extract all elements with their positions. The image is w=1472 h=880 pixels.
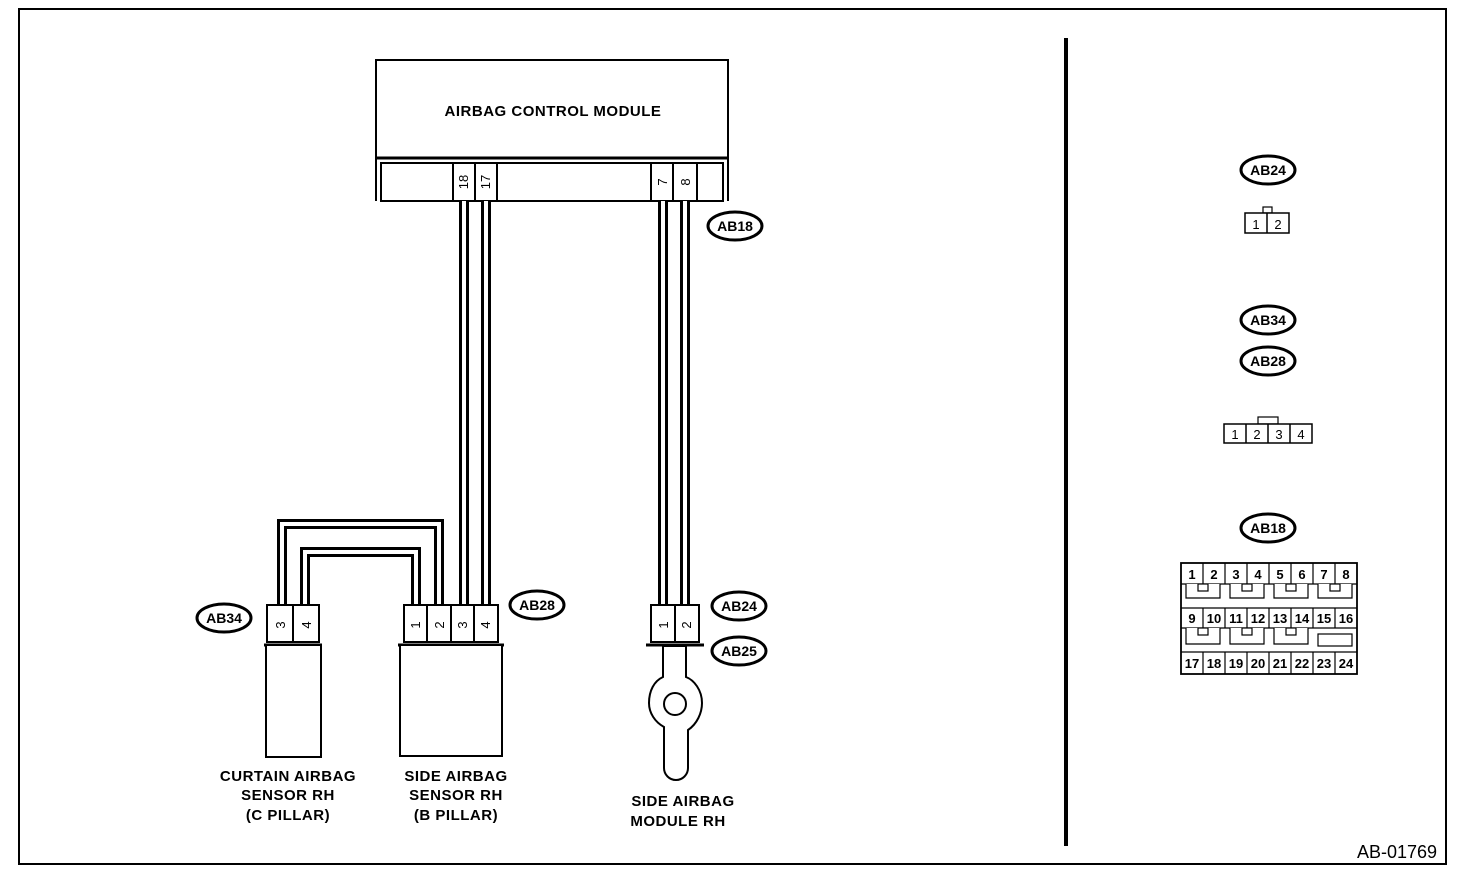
curtain-label-line1: CURTAIN AIRBAG — [220, 768, 356, 785]
module-pin-8: 8 — [678, 178, 693, 185]
svg-text:17: 17 — [1185, 656, 1199, 671]
svg-text:21: 21 — [1273, 656, 1287, 671]
curtain-sensor-body — [265, 644, 322, 758]
curtain-airbag-sensor: 3 4 CURTAIN AIRBAG SENSOR RH (C PILLAR) — [220, 604, 356, 824]
svg-text:4: 4 — [1254, 567, 1262, 582]
svg-text:5: 5 — [1276, 567, 1283, 582]
wire-1-4 — [300, 547, 421, 604]
curtain-label-line2: SENSOR RH — [241, 787, 335, 804]
svg-text:AB34: AB34 — [1250, 312, 1286, 328]
svg-text:16: 16 — [1339, 611, 1353, 626]
module-pin-17: 17 — [478, 175, 493, 189]
curtain-pin-4: 4 — [299, 621, 314, 628]
svg-text:2: 2 — [1253, 427, 1260, 442]
connector-view-ab24: AB24 1 2 — [1239, 154, 1297, 234]
side-airbag-sensor: 1 2 3 4 SIDE AIRBAG SENSOR RH (B PILLAR) — [398, 604, 507, 824]
side-module-label-line1: SIDE AIRBAG — [631, 793, 734, 810]
svg-text:AB25: AB25 — [721, 643, 757, 659]
tag-ab25: AB25 — [710, 635, 768, 667]
airbag-control-module: AIRBAG CONTROL MODULE 18 17 7 8 — [375, 59, 729, 202]
svg-text:AB18: AB18 — [717, 218, 753, 234]
svg-text:AB18: AB18 — [1250, 520, 1286, 536]
svg-text:AB24: AB24 — [1250, 162, 1286, 178]
side-module-pin-2: 2 — [679, 621, 694, 628]
module-title: AIRBAG CONTROL MODULE — [445, 103, 662, 120]
connector-view-ab34-ab28: AB34 AB28 1 2 3 4 — [1223, 304, 1313, 444]
svg-text:1: 1 — [1231, 427, 1238, 442]
side-airbag-module: 1 2 SIDE AIRBAG MODULE RH — [630, 604, 734, 830]
tag-ab18: AB18 — [706, 210, 764, 242]
svg-text:2: 2 — [1210, 567, 1217, 582]
svg-text:23: 23 — [1317, 656, 1331, 671]
svg-text:22: 22 — [1295, 656, 1309, 671]
harness-wires — [277, 201, 690, 604]
svg-text:20: 20 — [1251, 656, 1265, 671]
side-sensor-label-line2: SENSOR RH — [409, 787, 503, 804]
connector-view-ab18: AB18 — [1180, 512, 1358, 675]
side-sensor-label-line3: (B PILLAR) — [414, 807, 498, 824]
svg-text:8: 8 — [1342, 567, 1349, 582]
side-sensor-pin-1: 1 — [408, 621, 423, 628]
diagram-frame — [18, 8, 1447, 865]
svg-text:13: 13 — [1273, 611, 1287, 626]
curtain-pin-3: 3 — [273, 621, 288, 628]
module-pin-18: 18 — [456, 175, 471, 189]
svg-text:AB24: AB24 — [721, 598, 757, 614]
svg-text:1: 1 — [1188, 567, 1195, 582]
tag-ab28: AB28 — [508, 589, 566, 621]
svg-text:AB28: AB28 — [519, 597, 555, 613]
svg-text:11: 11 — [1229, 611, 1243, 626]
svg-text:3: 3 — [1232, 567, 1239, 582]
svg-text:1: 1 — [1252, 217, 1259, 232]
side-sensor-pin-2: 2 — [432, 621, 447, 628]
svg-text:15: 15 — [1317, 611, 1331, 626]
side-sensor-body — [399, 644, 503, 757]
svg-text:3: 3 — [1275, 427, 1282, 442]
svg-text:24: 24 — [1339, 656, 1354, 671]
reference-code: AB-01769 — [1357, 842, 1437, 862]
module-connector — [380, 162, 724, 202]
side-sensor-pin-3: 3 — [455, 621, 470, 628]
svg-text:4: 4 — [1297, 427, 1304, 442]
svg-text:12: 12 — [1251, 611, 1265, 626]
module-pin-7: 7 — [655, 178, 670, 185]
side-module-label-line2: MODULE RH — [630, 813, 725, 830]
tag-ab34: AB34 — [195, 602, 253, 634]
tag-ab24: AB24 — [710, 590, 768, 622]
svg-text:14: 14 — [1295, 611, 1310, 626]
svg-text:7: 7 — [1320, 567, 1327, 582]
side-module-pin-1: 1 — [656, 621, 671, 628]
svg-text:18: 18 — [1207, 656, 1221, 671]
curtain-label-line3: (C PILLAR) — [246, 807, 330, 824]
svg-text:AB34: AB34 — [206, 610, 242, 626]
svg-text:9: 9 — [1188, 611, 1195, 626]
svg-text:10: 10 — [1207, 611, 1221, 626]
svg-text:19: 19 — [1229, 656, 1243, 671]
svg-text:2: 2 — [1274, 217, 1281, 232]
side-sensor-label-line1: SIDE AIRBAG — [404, 768, 507, 785]
connector-tags: AB18 AB34 AB28 AB24 AB25 — [195, 210, 768, 667]
svg-text:6: 6 — [1298, 567, 1305, 582]
side-sensor-pin-4: 4 — [478, 621, 493, 628]
side-module-mount-hole — [663, 692, 687, 716]
svg-text:AB28: AB28 — [1250, 353, 1286, 369]
